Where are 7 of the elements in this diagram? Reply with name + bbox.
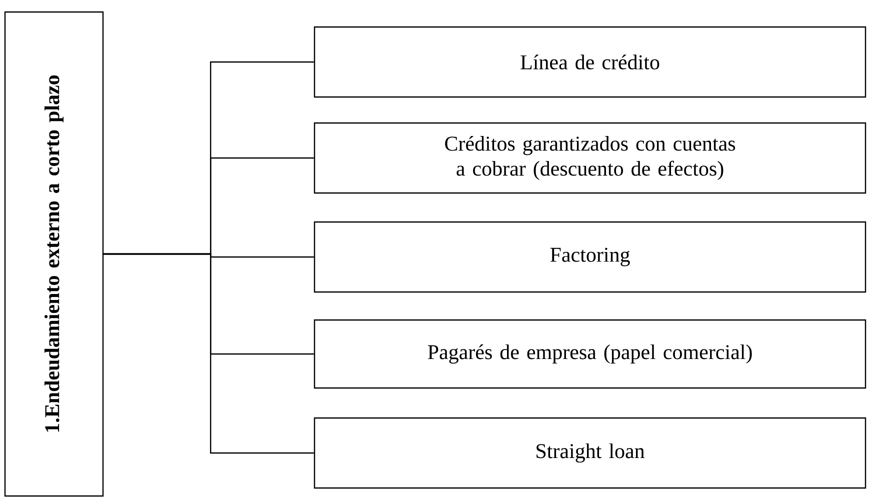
- category-box: Pagarés de empresa (papel comercial): [314, 319, 866, 389]
- category-box: Factoring: [314, 221, 866, 293]
- category-box: Línea de crédito: [314, 26, 866, 98]
- category-box: Créditos garantizados con cuentas a cobrar (descuento de efectos): [314, 122, 866, 194]
- category-box: Straight loan: [314, 417, 866, 489]
- connector-line: [104, 253, 314, 454]
- title-box: 1.Endeudamiento externo a corto plazo: [4, 11, 104, 497]
